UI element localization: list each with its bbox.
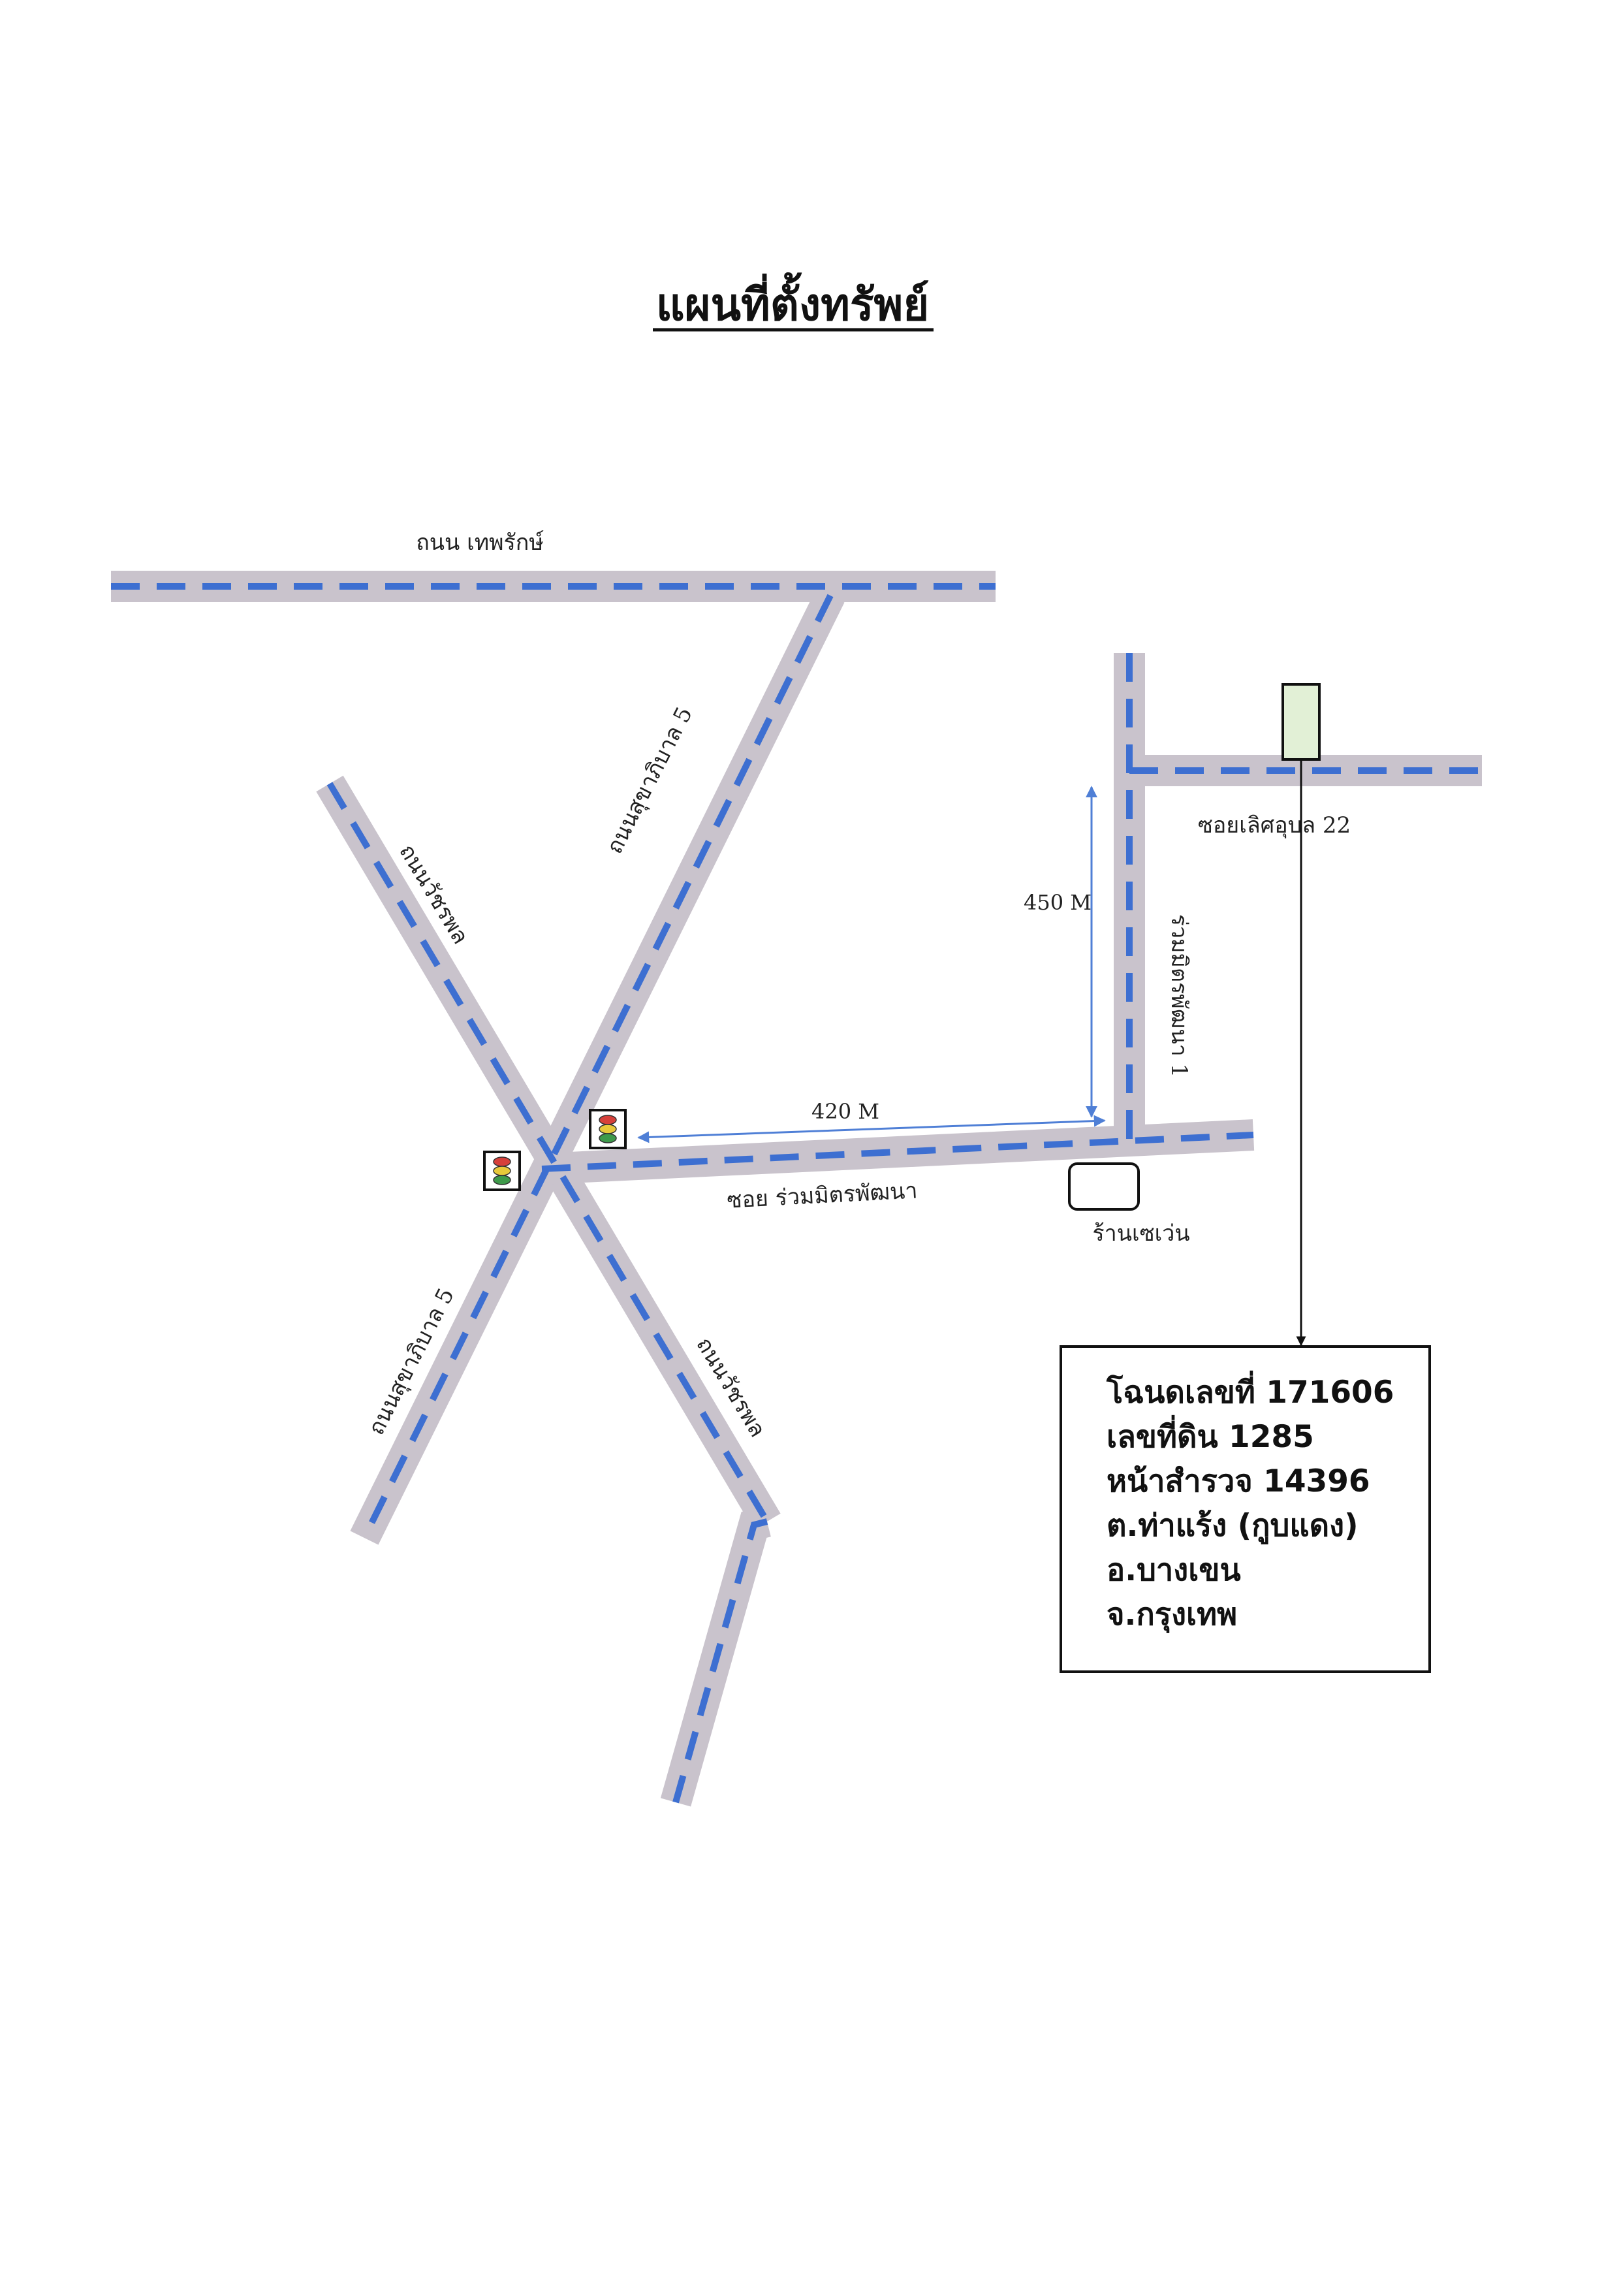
label-ruam-mit-phatthana-1: ร่วมมิตรพัฒนา 1 [1166, 914, 1192, 1077]
subdistrict: ต.ท่าแร้ง (กูบแดง) [1107, 1508, 1359, 1545]
traffic-light-icon [589, 1109, 627, 1149]
land-number: เลขที่ดิน 1285 [1107, 1414, 1314, 1455]
seven-eleven-marker [1068, 1162, 1140, 1211]
label-soi-ruam-mit-phatthana: ซอย ร่วมมิตรพัฒนา [726, 1177, 918, 1213]
road-center-lines [111, 583, 1482, 1804]
label-seven-eleven: ร้านเซเว่น [1092, 1220, 1189, 1247]
traffic-light-icon [483, 1151, 521, 1191]
survey-page: หน้าสำรวจ 14396 [1107, 1463, 1370, 1499]
district: อ.บางเขน [1107, 1552, 1241, 1588]
province: จ.กรุงเทพ [1107, 1597, 1237, 1633]
deed-number: โฉนดเลขที่ 171606 [1106, 1370, 1394, 1411]
distance-arrow-horizontal [637, 1115, 1106, 1143]
deed-info-box: โฉนดเลขที่ 171606 เลขที่ดิน 1285 หน้าสำร… [1060, 1345, 1431, 1673]
distance-label-vertical: 450 M [1024, 890, 1092, 915]
property-plot-marker [1281, 683, 1321, 761]
label-road-sukhaphiban5-upper: ถนนสุขาภิบาล 5 [601, 703, 698, 858]
road-watcharaphon-lower [660, 1506, 771, 1807]
map-title: แผนที่ตั้งทรัพย์ [656, 272, 929, 331]
label-soi-loet-udom-22: ซอยเลิศอุบล 22 [1198, 812, 1351, 838]
distance-label-horizontal: 420 M [811, 1099, 879, 1124]
label-road-thepharak: ถนน เทพรักษ์ [416, 530, 544, 556]
